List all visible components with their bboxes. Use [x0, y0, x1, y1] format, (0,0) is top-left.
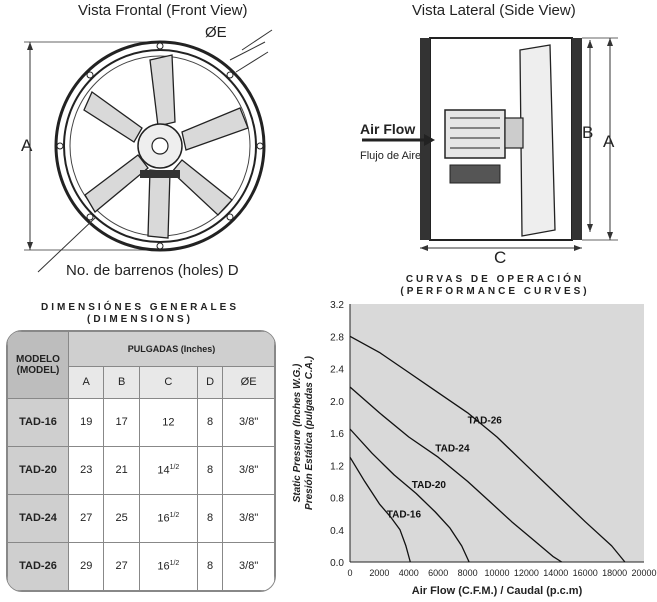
cell-c-int: 14: [157, 464, 170, 477]
side-view-drawing: [362, 37, 618, 251]
dimensions-table-wrap: MODELO (MODEL) PULGADAS (Inches) A B C D…: [6, 330, 276, 592]
side-view-title: Vista Lateral (Side View): [412, 2, 576, 19]
side-dim-a-label: A: [603, 132, 615, 151]
col-header-a: A: [67, 365, 105, 399]
table-row: TAD-16 19 17 12 8 3/8": [7, 397, 275, 447]
chart-title-line2: (PERFORMANCE CURVES): [400, 286, 590, 297]
front-view-drawing: [24, 29, 273, 273]
cell-a: 29: [67, 541, 105, 591]
x-tick-label: 20000: [631, 568, 656, 578]
x-tick-label: 18000: [602, 568, 627, 578]
cell-e: 3/8": [222, 445, 275, 495]
cell-c-frac: 1/2: [169, 464, 180, 472]
model-header: MODELO (MODEL): [7, 331, 69, 399]
cell-b: 25: [103, 493, 140, 543]
y-tick-label: 2.4: [330, 365, 344, 376]
chart-title-line1: CURVAS DE OPERACIÓN: [405, 274, 585, 285]
x-tick-label: 12000: [514, 568, 539, 578]
dimensions-title-line2: (DIMENSIONS): [87, 314, 193, 325]
x-tick-label: 14000: [543, 568, 568, 578]
cell-c-int: 16: [157, 512, 170, 525]
dimensions-table: MODELO (MODEL) PULGADAS (Inches) A B C D…: [7, 331, 275, 591]
cell-e: 3/8": [222, 397, 275, 447]
cell-b: 17: [103, 397, 140, 447]
curve-label-tad-24: TAD-24: [435, 444, 470, 455]
cell-c: 161/2: [138, 493, 198, 543]
col-header-e: ØE: [222, 365, 275, 399]
x-tick-label: 0: [347, 568, 352, 578]
cell-c: 141/2: [138, 445, 198, 495]
side-dim-c-label: C: [494, 248, 507, 267]
front-dim-a-label: A: [21, 136, 33, 155]
front-view-title: Vista Frontal (Front View): [78, 2, 248, 19]
y-axis-label-line2: Presión Estática (pulgadas C.A.): [304, 355, 315, 510]
cell-d: 8: [196, 493, 224, 543]
curve-label-tad-20: TAD-20: [412, 480, 447, 491]
model-cell: TAD-20: [7, 445, 69, 495]
model-header-line1: MODELO: [16, 353, 60, 365]
cell-c-int: 12: [162, 416, 175, 429]
x-tick-label: 6000: [428, 568, 448, 578]
curve-label-tad-16: TAD-16: [387, 510, 422, 521]
cell-d: 8: [196, 541, 224, 591]
side-dim-b-label: B: [582, 123, 594, 142]
model-cell: TAD-16: [7, 397, 69, 447]
cell-d: 8: [196, 397, 224, 447]
table-row: TAD-26 29 27 161/2 8 3/8": [7, 541, 275, 591]
y-tick-label: 3.2: [330, 300, 344, 311]
cell-e: 3/8": [222, 493, 275, 543]
y-tick-label: 0.0: [330, 558, 344, 569]
col-header-b: B: [103, 365, 140, 399]
cell-c-int: 16: [157, 560, 170, 573]
series-line-tad-16: [349, 456, 411, 563]
chart-title: CURVAS DE OPERACIÓN (PERFORMANCE CURVES): [350, 274, 640, 298]
y-tick-label: 2.8: [330, 332, 344, 343]
series-line-tad-26: [349, 335, 626, 563]
cell-c-frac: 1/2: [169, 560, 180, 568]
cell-a: 23: [67, 445, 105, 495]
y-tick-label: 1.6: [330, 429, 344, 440]
model-cell: TAD-26: [7, 541, 69, 591]
x-tick-label: 2000: [369, 568, 389, 578]
col-header-c: C: [138, 365, 198, 399]
units-header: PULGADAS (Inches): [68, 331, 275, 367]
x-tick-label: 16000: [573, 568, 598, 578]
front-dim-e-label: ØE: [205, 24, 227, 41]
table-row: TAD-20 23 21 141/2 8 3/8": [7, 445, 275, 495]
dimensions-title-line1: DIMENSIÓNES GENERALES: [40, 302, 240, 313]
x-tick-label: 10000: [484, 568, 509, 578]
model-cell: TAD-24: [7, 493, 69, 543]
cell-b: 21: [103, 445, 140, 495]
plot-area: [350, 304, 644, 562]
holes-label: No. de barrenos (holes) D: [66, 262, 239, 279]
y-tick-label: 0.4: [330, 526, 344, 537]
y-axis-label-line1: Static Pressure (Inches W.G.): [292, 363, 303, 502]
airflow-label: Air Flow: [360, 121, 416, 137]
x-tick-label: 4000: [399, 568, 419, 578]
cell-c: 12: [138, 397, 198, 447]
airflow-sub-label: Flujo de Aire: [360, 150, 422, 162]
series-line-tad-20: [349, 428, 470, 563]
curve-label-tad-26: TAD-26: [468, 415, 503, 426]
x-tick-label: 8000: [458, 568, 478, 578]
table-row: TAD-24 27 25 161/2 8 3/8": [7, 493, 275, 543]
cell-c-frac: 1/2: [169, 512, 180, 520]
y-tick-label: 2.0: [330, 397, 344, 408]
performance-chart: 0.0 0.4 0.8 1.2 1.6 2.0 2.4 2.8 3.2 0 2000 4000 6000…: [292, 300, 657, 597]
y-tick-label: 1.2: [330, 461, 344, 472]
dimensions-title: DIMENSIÓNES GENERALES (DIMENSIONS): [0, 302, 280, 326]
cell-a: 19: [67, 397, 105, 447]
col-header-d: D: [196, 365, 224, 399]
cell-c: 161/2: [138, 541, 198, 591]
y-tick-label: 0.8: [330, 494, 344, 505]
series-line-tad-24: [349, 386, 563, 563]
cell-b: 27: [103, 541, 140, 591]
cell-a: 27: [67, 493, 105, 543]
cell-e: 3/8": [222, 541, 275, 591]
cell-d: 8: [196, 445, 224, 495]
x-axis-label: Air Flow (C.F.M.) / Caudal (p.c.m): [412, 585, 583, 597]
model-header-line2: (MODEL): [16, 364, 60, 376]
